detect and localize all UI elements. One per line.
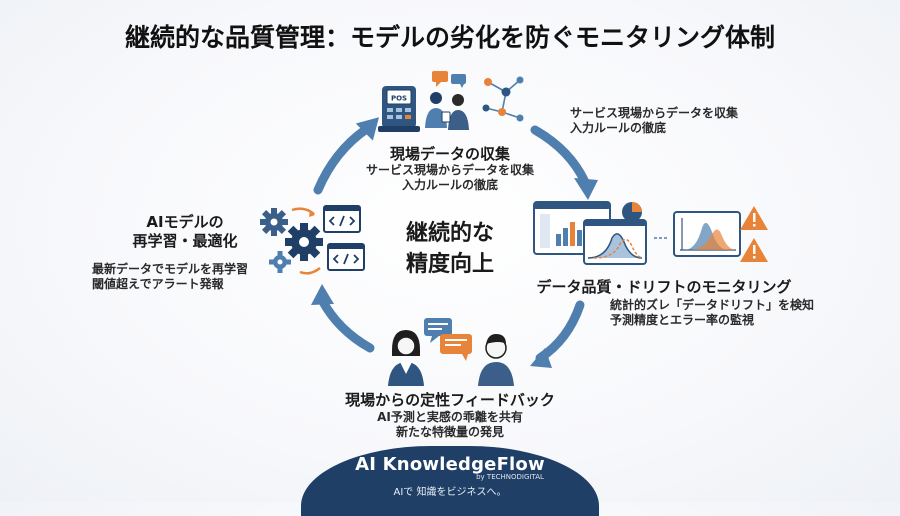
male-staff-icon xyxy=(478,334,514,386)
brand-by-line: by TECHNODIGITAL xyxy=(476,473,544,481)
small-gear-icon xyxy=(269,251,291,273)
code-window-icon-2 xyxy=(327,243,365,271)
monitor-description: 統計的ズレ「データドリフト」を検知 予測精度とエラー率の監視 xyxy=(610,298,815,327)
feedback-illustration xyxy=(388,318,514,386)
network-nodes-icon xyxy=(482,76,524,122)
code-window-icon xyxy=(323,205,361,233)
monitoring-illustration xyxy=(533,201,768,265)
cycle-center-label: 継続的な 精度向上 xyxy=(405,221,494,277)
drift-chart-icon xyxy=(673,211,741,257)
refresh-arrows-icon xyxy=(291,207,321,275)
feedback-heading: 現場からの定性フィードバック xyxy=(345,391,555,409)
distribution-chart-icon xyxy=(583,219,647,265)
retrain-heading: AIモデルの 再学習・最適化 xyxy=(132,213,238,250)
feedback-description: AI予測と実感の乖離を共有 新たな特徴量の発見 xyxy=(377,410,523,439)
retrain-description: 最新データでモデルを再学習 閾値超えでアラート発報 xyxy=(92,262,249,291)
brand-footer: AI KnowledgeFlow by TECHNODIGITAL AIで 知識… xyxy=(301,446,599,516)
female-staff-icon xyxy=(388,330,424,386)
arrow-retrain-to-collect xyxy=(313,123,373,195)
arrow-feedback-to-retrain xyxy=(317,295,375,353)
arrow-monitor-to-feedback xyxy=(535,300,585,363)
arrow-collect-to-monitor xyxy=(530,125,590,187)
pos-terminal-icon: POS xyxy=(378,86,420,132)
brand-name: AI KnowledgeFlow xyxy=(355,454,545,475)
speech-bubbles-icon xyxy=(424,318,472,361)
staff-people-icon xyxy=(425,92,469,130)
cycle-arrows xyxy=(311,117,598,368)
warning-icon xyxy=(740,206,768,262)
chat-bubble-icon xyxy=(432,71,466,88)
svg-text:POS: POS xyxy=(391,95,407,103)
pie-chart-icon xyxy=(622,202,642,222)
brand-tagline: AIで 知識をビジネスへ。 xyxy=(393,487,507,498)
page-title: 継続的な品質管理：モデルの劣化を防ぐモニタリング体制 xyxy=(124,23,775,52)
collect-side-note: サービス現場からデータを収集 入力ルールの徹底 xyxy=(570,106,739,135)
gear-icon xyxy=(260,208,288,236)
retrain-illustration xyxy=(260,205,365,275)
collect-heading: 現場データの収集 xyxy=(389,145,510,163)
monitor-heading: データ品質・ドリフトのモニタリング xyxy=(536,278,792,296)
collect-description: サービス現場からデータを収集 入力ルールの徹底 xyxy=(365,163,534,192)
large-gear-icon xyxy=(285,223,323,261)
data-collection-illustration: POS xyxy=(378,71,524,132)
